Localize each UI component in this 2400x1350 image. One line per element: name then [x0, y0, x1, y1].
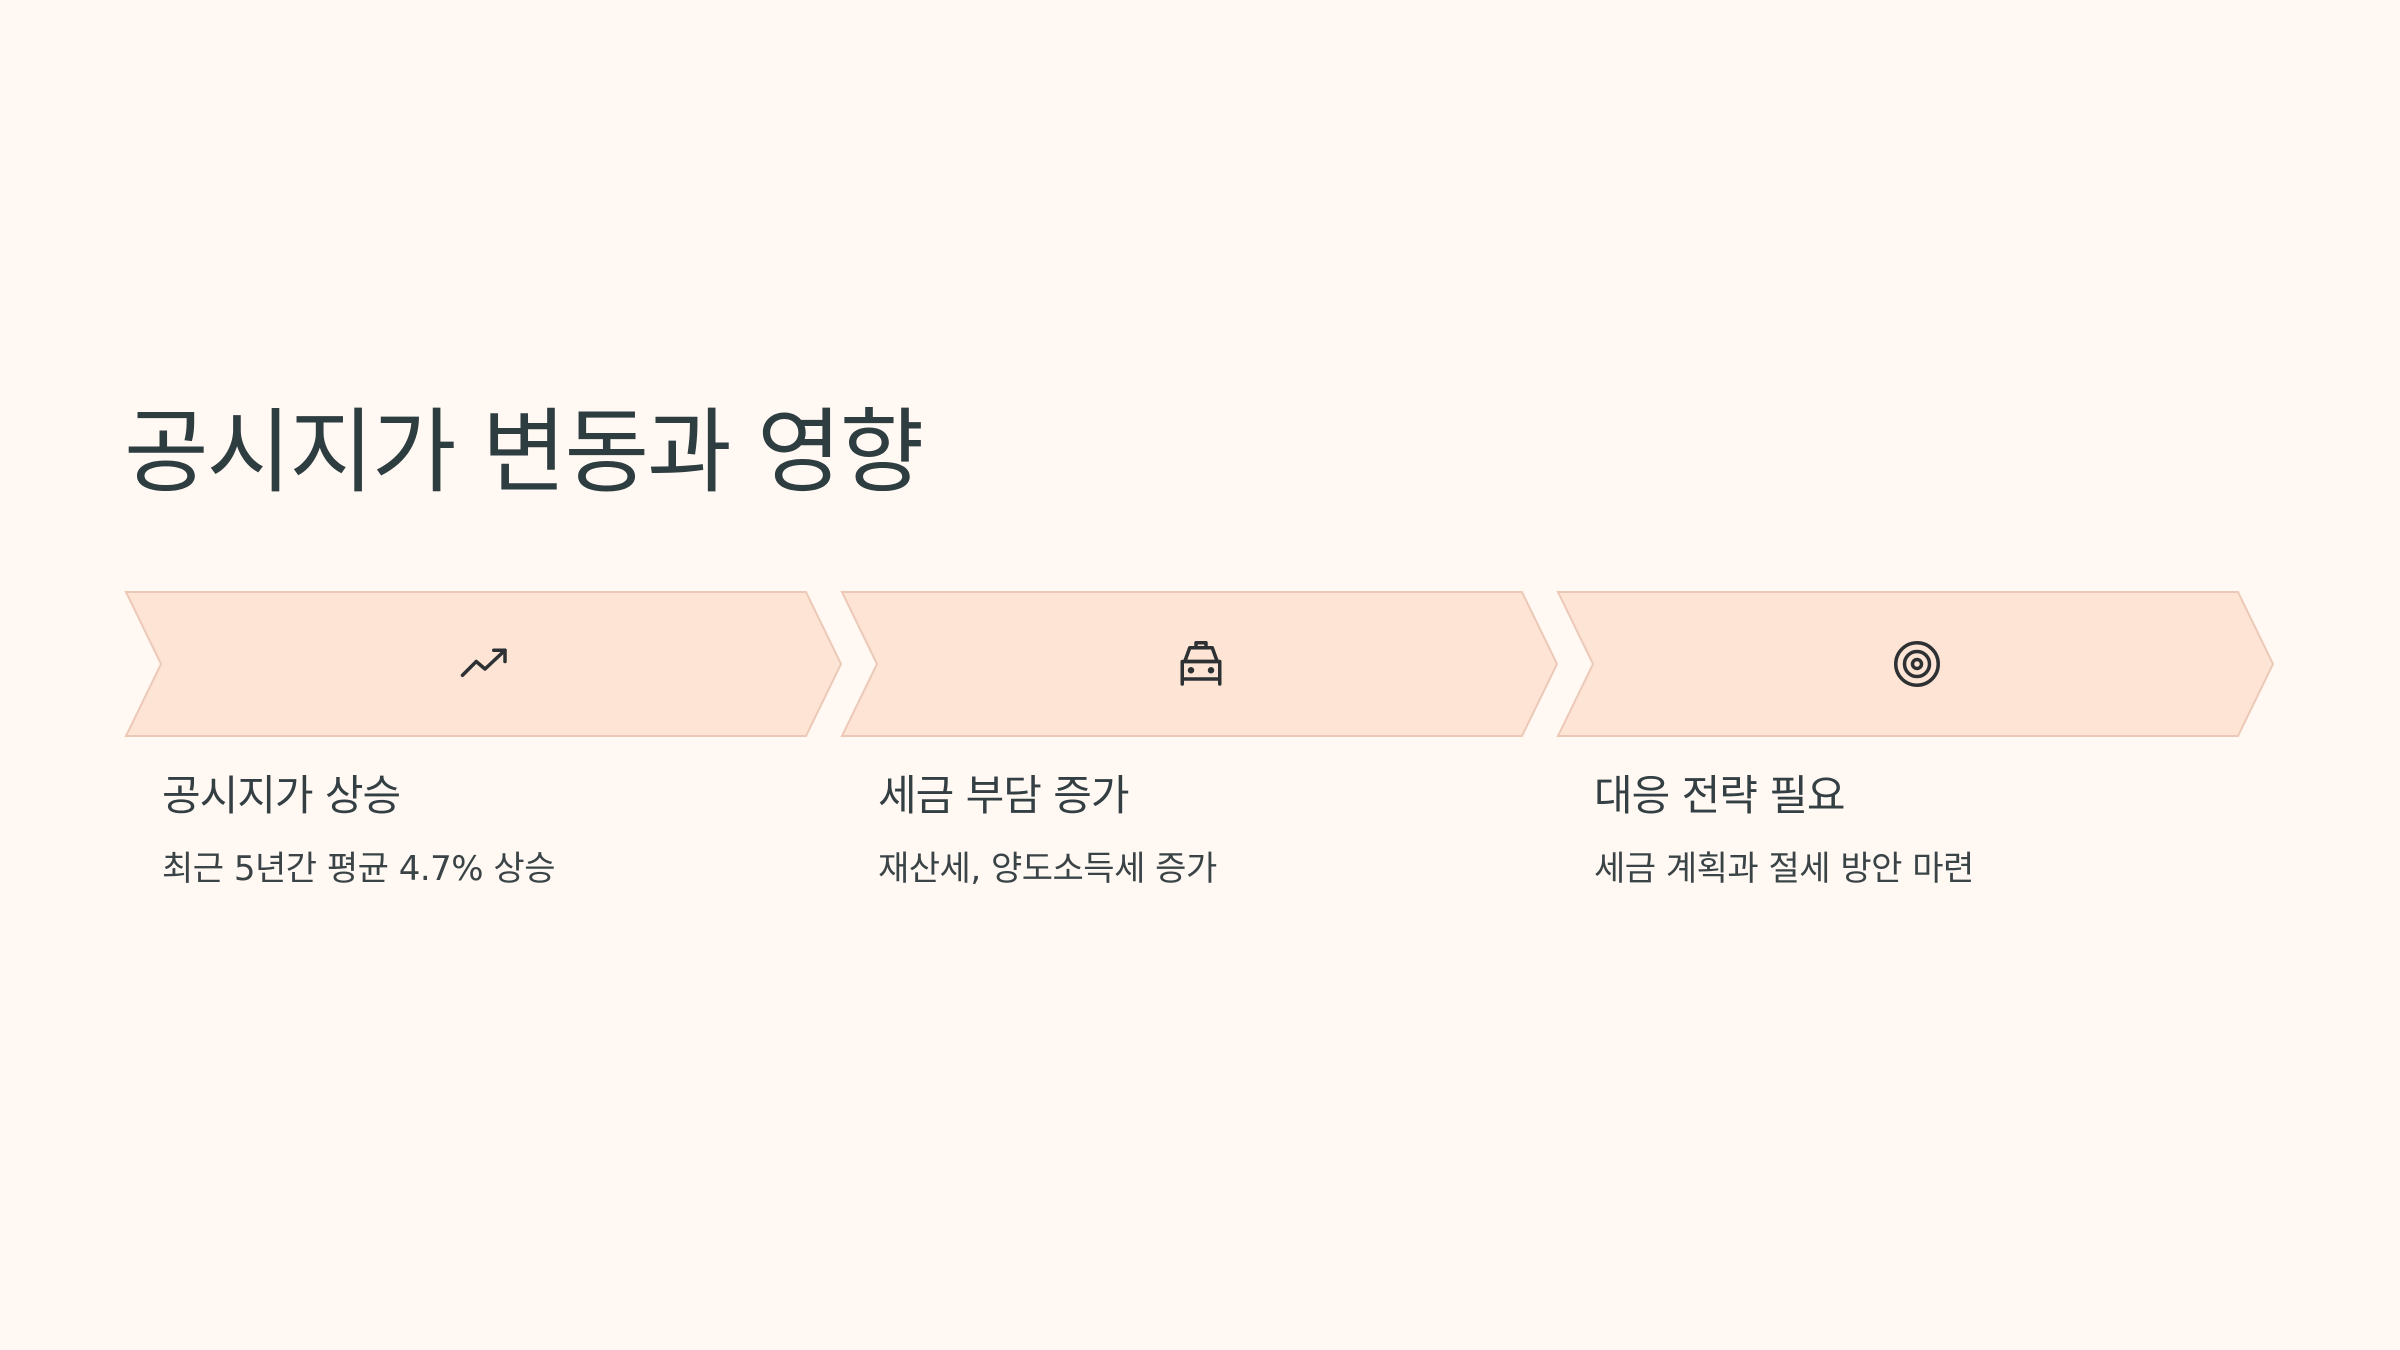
process-flow [0, 590, 2400, 738]
target-icon [1887, 634, 1947, 694]
chevron-step-3 [1556, 591, 2275, 737]
step-3-description: 세금 계획과 절세 방안 마련 [1594, 849, 1974, 889]
trending-up-icon [455, 634, 515, 694]
step-1-description: 최근 5년간 평균 4.7% 상승 [162, 849, 555, 889]
step-1: 공시지가 상승 최근 5년간 평균 4.7% 상승 [162, 768, 822, 892]
step-3-title: 대응 전략 필요 [1594, 771, 1846, 820]
step-3: 대응 전략 필요 세금 계획과 절세 방안 마련 [1594, 768, 2254, 892]
slide-title: 공시지가 변동과 영향 [124, 399, 924, 506]
step-1-title: 공시지가 상승 [162, 771, 401, 820]
step-2-description: 재산세, 양도소득세 증가 [878, 849, 1217, 889]
taxi-icon [1171, 634, 1231, 694]
chevron-shapes [124, 591, 2275, 737]
chevron-step-1 [124, 591, 843, 737]
step-2-title: 세금 부담 증가 [878, 771, 1130, 820]
chevron-step-2 [840, 591, 1559, 737]
step-2: 세금 부담 증가 재산세, 양도소득세 증가 [878, 768, 1538, 892]
